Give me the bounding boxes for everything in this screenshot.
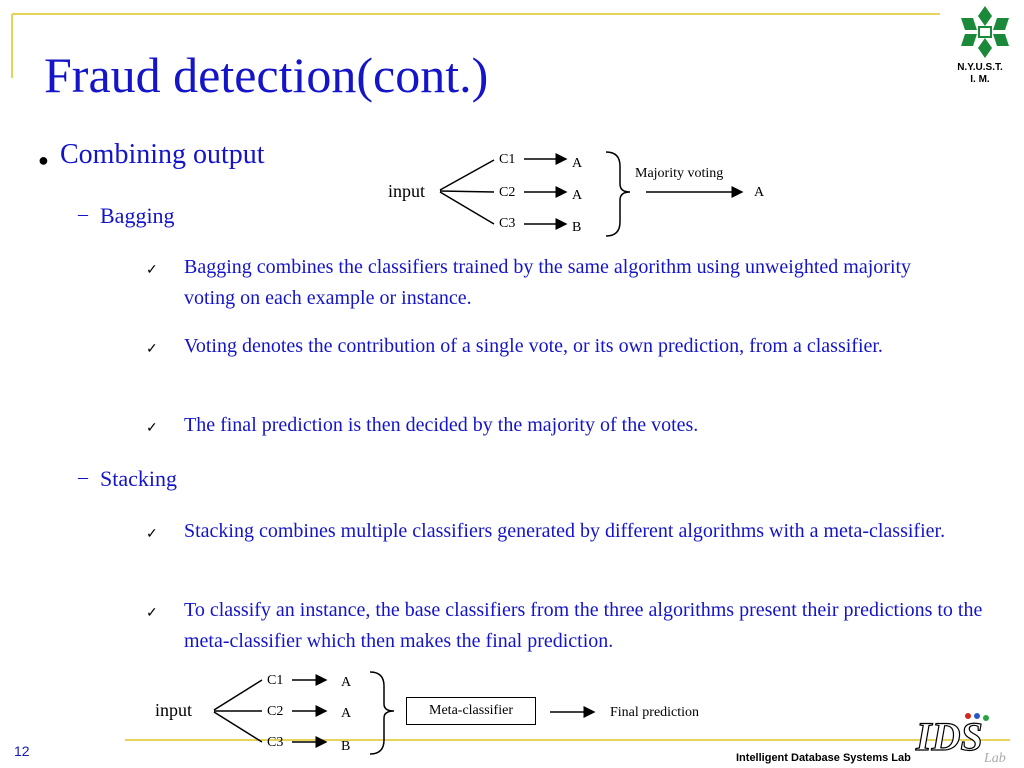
logo-caption-line2: I. M.: [970, 74, 990, 85]
stacking-output-2: A: [341, 706, 352, 721]
bagging-output-1: A: [572, 156, 583, 171]
bagging-output-3: B: [572, 220, 582, 235]
majority-voting-label: Majority voting: [635, 166, 724, 181]
stacking-line-c1: [213, 679, 263, 711]
nyust-logo-icon: [961, 6, 1009, 58]
logo-caption-line1: N.Y.U.S.T.: [957, 62, 1003, 73]
bagging-label: Bagging: [100, 203, 175, 228]
check-icon: ✓: [146, 421, 158, 436]
bagging-classifier-2: C2: [499, 185, 516, 200]
page-number: 12: [14, 743, 30, 759]
bagging-result: A: [754, 185, 765, 200]
check-icon: ✓: [146, 342, 158, 357]
bagging-classifier-1: C1: [499, 152, 516, 167]
logo-caption: N.Y.U.S.T. I. M.: [940, 62, 1020, 86]
stacking-input-label: input: [155, 700, 193, 720]
slide-title: Fraud detection(cont.): [44, 47, 489, 103]
ids-lab-logo-icon: IDS Lab: [914, 713, 1006, 766]
bullet-dot-icon: ●: [38, 150, 49, 170]
stacking-line-c3: [213, 711, 263, 743]
stacking-output-1: A: [341, 675, 352, 690]
bagging-line-c3: [439, 191, 495, 225]
stacking-classifier-1: C1: [267, 673, 284, 688]
svg-text:Lab: Lab: [983, 751, 1006, 766]
svg-text:IDS: IDS: [915, 714, 983, 759]
bagging-item-1: Bagging combines the classifiers trained…: [184, 256, 912, 309]
final-prediction-label: Final prediction: [610, 705, 700, 720]
bagging-input-label: input: [388, 181, 426, 201]
stacking-item-1: Stacking combines multiple classifiers g…: [184, 520, 946, 542]
bagging-line-c2: [439, 190, 495, 193]
bagging-output-2: A: [572, 188, 583, 203]
dash-icon: –: [78, 203, 88, 225]
stacking-item-2: To classify an instance, the base classi…: [184, 599, 983, 652]
check-icon: ✓: [146, 527, 158, 542]
footer-lab-name: Intelligent Database Systems Lab: [736, 752, 911, 764]
check-icon: ✓: [146, 606, 158, 621]
heading-combining-output: Combining output: [60, 139, 265, 170]
check-icon: ✓: [146, 263, 158, 278]
bagging-brace: [605, 151, 631, 237]
bagging-classifier-3: C3: [499, 216, 516, 231]
bagging-line-c1: [439, 159, 495, 191]
stacking-classifier-3: C3: [267, 735, 284, 750]
stacking-label: Stacking: [100, 466, 177, 491]
stacking-brace: [369, 671, 395, 755]
stacking-classifier-2: C2: [267, 704, 284, 719]
stacking-output-3: B: [341, 739, 351, 754]
meta-classifier-box: Meta-classifier: [406, 697, 536, 725]
dash-icon: –: [78, 466, 88, 488]
bagging-item-3: The final prediction is then decided by …: [184, 414, 699, 436]
bagging-item-2: Voting denotes the contribution of a sin…: [184, 335, 883, 357]
